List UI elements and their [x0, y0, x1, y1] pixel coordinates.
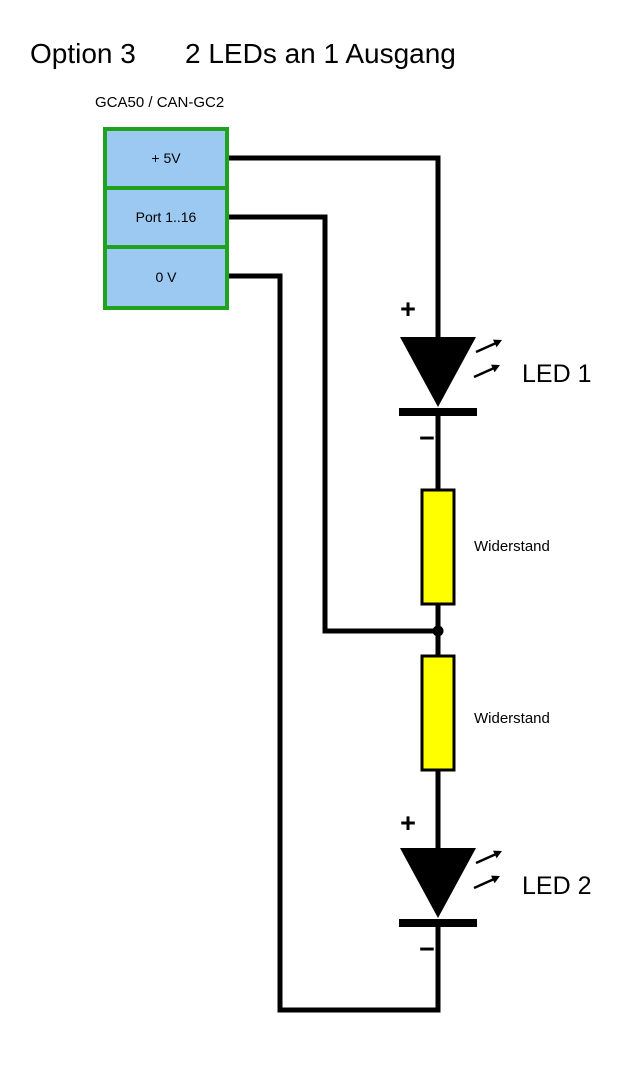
led2-label: LED 2: [522, 872, 591, 900]
resistor2-body: [420, 654, 456, 772]
wire-0v-return: [224, 273, 441, 1013]
wire-5v-to-led1: [224, 155, 441, 340]
led1-plus-sign: +: [400, 294, 416, 324]
led1-symbol: + − LED 1: [399, 294, 591, 453]
led2-light-arrows-icon: [472, 849, 504, 890]
led1-triangle: [400, 337, 476, 407]
title-main: 2 LEDs an 1 Ausgang: [185, 38, 456, 69]
terminal-5v-box: [103, 127, 229, 190]
led1-light-arrows-icon: [472, 338, 504, 379]
terminal-0v-label: 0 V: [155, 269, 177, 285]
module-terminal-boxes: [103, 127, 229, 310]
resistor-bodies: [420, 488, 456, 772]
led1-label: LED 1: [522, 360, 591, 388]
terminal-0v-box: [103, 245, 229, 310]
led2-triangle: [400, 848, 476, 918]
title-option: Option 3: [30, 38, 136, 69]
resistor2-label: Widerstand: [474, 710, 550, 727]
terminal-5v-label: + 5V: [151, 150, 181, 166]
resistor1-label: Widerstand: [474, 538, 550, 555]
led2-plus-sign: +: [400, 808, 416, 838]
led2-symbol: + − LED 2: [399, 808, 591, 964]
junction-dot: [432, 625, 444, 637]
wire-port-to-junction: [224, 214, 438, 634]
led2-minus-sign: −: [419, 934, 435, 964]
resistor1-body: [420, 488, 456, 606]
led1-minus-sign: −: [419, 423, 435, 453]
module: + 5V Port 1..16 0 V: [103, 127, 229, 310]
terminal-port-label: Port 1..16: [136, 209, 197, 225]
module-label: GCA50 / CAN-GC2: [95, 94, 224, 111]
wires: [224, 155, 441, 1013]
